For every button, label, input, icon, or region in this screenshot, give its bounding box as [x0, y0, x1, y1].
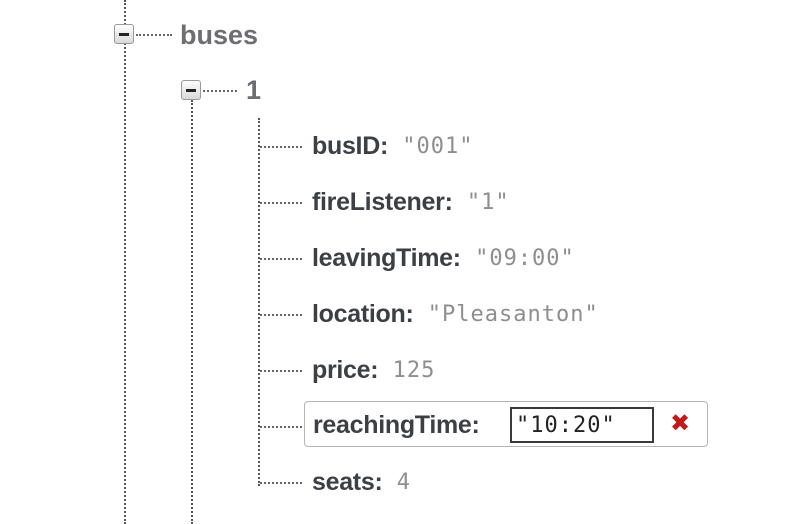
field-colon: :	[405, 299, 414, 328]
tree-connector-field	[260, 370, 302, 372]
field-row-location[interactable]: location: "Pleasanton"	[312, 299, 599, 329]
field-key[interactable]: location	[312, 299, 406, 328]
field-colon: :	[471, 410, 480, 439]
field-key: reachingTime	[313, 410, 472, 439]
node-label-1[interactable]: 1	[246, 75, 262, 105]
field-key[interactable]: seats	[312, 467, 375, 496]
field-colon: :	[370, 355, 379, 384]
field-colon: :	[444, 187, 453, 216]
field-colon: :	[379, 131, 389, 160]
field-value[interactable]: 125	[392, 357, 436, 383]
tree-line-1	[258, 118, 260, 486]
tree-connector-1	[203, 90, 237, 92]
field-value-input[interactable]	[510, 407, 654, 443]
field-value[interactable]: "1"	[466, 189, 510, 215]
field-value[interactable]: "001"	[402, 133, 474, 159]
field-edit-row-reachingTime: reachingTime: ✖	[304, 401, 708, 447]
node-label-buses[interactable]: buses	[180, 20, 259, 50]
field-row-fireListener[interactable]: fireListener: "1"	[312, 187, 510, 217]
field-row-price[interactable]: price:125	[312, 355, 435, 385]
field-key[interactable]: leavingTime	[312, 243, 453, 272]
collapse-buses-toggle-icon[interactable]	[114, 24, 134, 44]
tree-line-buses	[191, 100, 193, 524]
field-key[interactable]: busID	[312, 131, 380, 160]
field-row-busID[interactable]: busID: "001"	[312, 131, 474, 161]
tree-connector-field	[260, 426, 302, 428]
field-value[interactable]: 4	[396, 469, 412, 495]
field-value[interactable]: "Pleasanton"	[427, 301, 599, 327]
tree-connector-field	[260, 202, 302, 204]
field-row-leavingTime[interactable]: leavingTime: "09:00"	[312, 243, 575, 273]
field-key[interactable]: price	[312, 355, 371, 384]
field-colon: :	[374, 467, 383, 496]
field-row-seats[interactable]: seats:4	[312, 467, 411, 497]
tree-connector-field	[260, 314, 302, 316]
delete-field-icon[interactable]: ✖	[669, 410, 691, 437]
tree-connector-field	[260, 482, 302, 484]
tree-connector-field	[260, 146, 302, 148]
field-colon: :	[452, 243, 462, 272]
field-value[interactable]: "09:00"	[475, 245, 575, 271]
field-edit-key-group: reachingTime:	[313, 410, 494, 440]
collapse-1-toggle-icon[interactable]	[181, 80, 201, 100]
field-key[interactable]: fireListener	[312, 187, 445, 216]
tree-line-root	[124, 0, 126, 524]
tree-connector-field	[260, 258, 302, 260]
tree-connector-buses	[136, 34, 172, 36]
